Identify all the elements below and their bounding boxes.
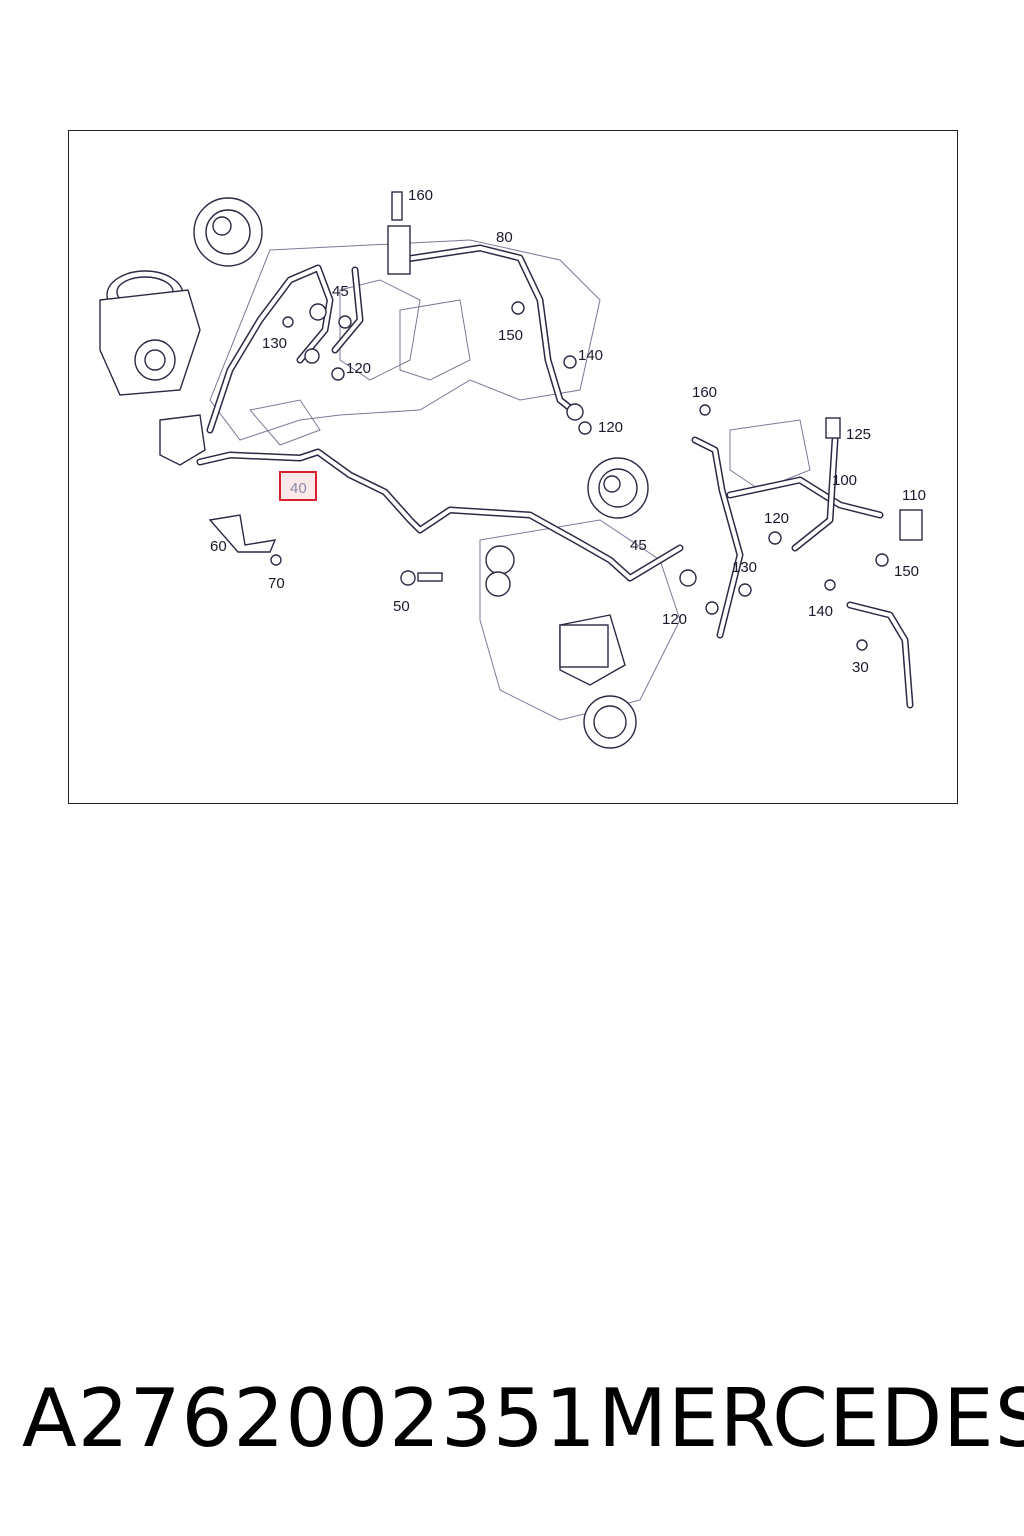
callout-125: 125	[846, 426, 871, 443]
callout-labels: 160 80 45 130 150 140 120 120 160 125 10…	[210, 187, 926, 676]
oil-pipe-30	[846, 601, 914, 709]
callout-45-right: 45	[630, 537, 647, 554]
callout-110: 110	[902, 487, 926, 504]
callout-140-top: 140	[578, 347, 603, 364]
callout-140-right: 140	[808, 603, 833, 620]
footer: A2762002351 MERCEDES	[0, 1372, 1024, 1472]
callout-45-left: 45	[332, 283, 349, 300]
highlighted-callout-40[interactable]: 40	[279, 471, 317, 501]
callout-150-top: 150	[498, 327, 523, 344]
callout-80: 80	[496, 229, 513, 246]
callout-130-left: 130	[262, 335, 287, 352]
oil-pipe-100	[691, 436, 884, 639]
callout-30: 30	[852, 659, 869, 676]
hardware	[159, 191, 923, 668]
callout-130-right: 130	[732, 559, 757, 576]
engine-block-outline	[209, 239, 811, 721]
callout-150-right: 150	[894, 563, 919, 580]
brand-name: MERCEDES	[598, 1372, 1024, 1465]
callout-50: 50	[393, 598, 410, 615]
callout-120-upper-right: 120	[598, 419, 623, 436]
left-turbocharger	[99, 197, 263, 396]
oil-pipe-left-feed	[206, 264, 364, 434]
callout-160-top: 160	[408, 187, 433, 204]
callout-100: 100	[832, 472, 857, 489]
callout-60: 60	[210, 538, 227, 555]
right-turbocharger	[485, 457, 649, 749]
oil-pipe-40	[196, 448, 684, 582]
callout-70: 70	[268, 575, 285, 592]
highlighted-callout-label: 40	[290, 480, 307, 497]
callout-120-mid: 120	[346, 360, 371, 377]
part-number: A2762002351	[22, 1372, 597, 1465]
callout-120-right: 120	[764, 510, 789, 527]
callout-160-right: 160	[692, 384, 717, 401]
exploded-parts-diagram: 160 80 45 130 150 140 120 120 160 125 10…	[99, 187, 926, 749]
oil-pipe-80	[396, 244, 579, 416]
callout-120-lower: 120	[662, 611, 687, 628]
